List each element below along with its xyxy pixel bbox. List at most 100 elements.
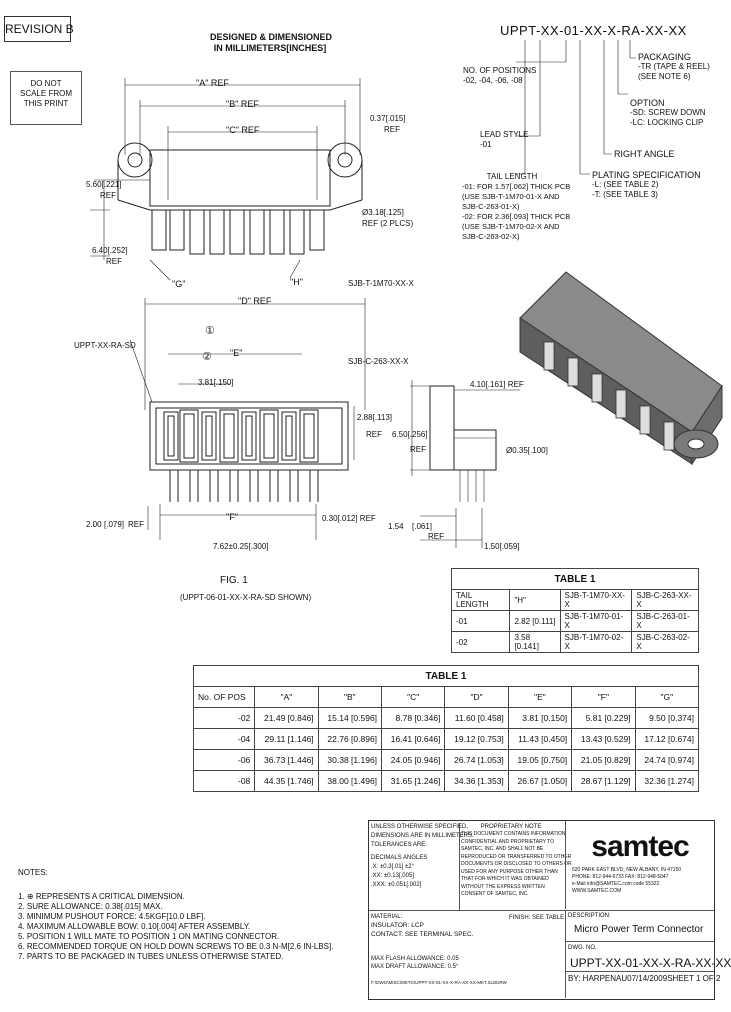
description-block: DESCRIPTION: Micro Power Term Connector … [565, 910, 731, 998]
note-item: 2. SURE ALLOWANCE: 0.38[.015] MAX. [18, 902, 163, 911]
do-not-scale-line-1: DO NOT [30, 79, 62, 88]
heading-line-1: DESIGNED & DIMENSIONED [210, 32, 333, 42]
dim-2-00-ref: REF [128, 520, 144, 529]
top-view-drawing [90, 78, 363, 281]
prop-line: CONFIDENTIAL AND PROPRIETARY TO [461, 838, 554, 845]
dim-4-10: 4.10[.161] REF [470, 380, 524, 389]
prop-line: CONSENT OF SAMTEC, INC. [461, 891, 529, 897]
fig-subtitle: (UPPT-06-01-XX-X-RA-SD SHOWN) [180, 593, 312, 602]
table-cell: 17.12 [0.674] [634, 728, 700, 750]
do-not-scale-box: DO NOT SCALE FROM THIS PRINT [10, 71, 82, 125]
critical-marker-2: ② [202, 351, 212, 363]
drawn-by: BY: HARPENAU [568, 974, 628, 983]
table-cell: 3.58 [0.141] [509, 631, 561, 653]
table-cell: 8.78 [0.346] [381, 707, 446, 729]
prop-line: THIS DOCUMENT CONTAINS INFORMATION [461, 831, 566, 837]
prop-line: THAT FOR WHICH IT WAS OBTAINED [461, 876, 549, 882]
dim-f-label: "F" [226, 512, 238, 522]
dim-6-40: 6.40[.252] [92, 246, 128, 255]
tail-length-line: -02: FOR 2.36[.093] THICK PCB [462, 212, 571, 221]
right-angle-callout: RIGHT ANGLE [614, 149, 675, 159]
table-cell: 26.67 [1.050] [507, 770, 573, 792]
tol-line: .XX: ±0.13[.005] [371, 873, 414, 879]
part-template: UPPT-XX-01-XX-X-RA-XX-XX [500, 23, 687, 38]
table-cell: 30.38 [1.196] [317, 749, 383, 771]
material-line: MAX DRAFT ALLOWANCE: 0.5° [371, 964, 459, 970]
lead-style-line: LEAD STYLE [480, 130, 529, 139]
table-row: -02 3.58 [0.141] SJB-T-1M70-02-X SJB-C-2… [450, 631, 699, 653]
table-header: "G" [634, 686, 700, 708]
connector-3d-render [519, 271, 723, 466]
table-cell: 24.74 [0.974] [634, 749, 700, 771]
table-row: -06 36.73 [1.446] 30.38 [1.196] 24.05 [0… [192, 749, 700, 771]
dim-1-54-ref: REF [428, 532, 444, 541]
option-line: -SD: SCREW DOWN [630, 108, 706, 117]
front-view-drawing [129, 298, 366, 540]
dim-2-88: 2.88[.113] [357, 413, 392, 422]
dim-1-50: 1.50[.059] [484, 542, 520, 551]
table-cell: SJB-T-1M70-02-X [559, 631, 633, 653]
table-cell: SJB-C-263-01-X [631, 610, 699, 632]
table-cell: -06 [192, 749, 256, 771]
dim-2-00-in: [.079] [104, 520, 125, 529]
dim-7-62: 7.62±0.25[.300] [213, 542, 269, 551]
lead-style-line: -01 [480, 140, 492, 149]
prop-line: REPRODUCED OR TRANSFERRED TO OTHER [461, 853, 572, 860]
dim-5-60: 5.60[.221] [86, 180, 122, 189]
table-row: -01 2.82 [0.111] SJB-T-1M70-01-X SJB-C-2… [450, 610, 699, 632]
dim-hole-dia: Ø3.18[.125] [362, 208, 404, 217]
table-cell: 11.43 [0.450] [507, 728, 573, 750]
proprietary-block: PROPRIETARY NOTE THIS DOCUMENT CONTAINS … [461, 823, 572, 907]
dimension-table: TABLE 1 No. OF POS "A" "B" "C" "D" "E" "… [192, 665, 700, 792]
tail-length-line: (USE SJB-T-1M70-01-X AND [462, 192, 560, 201]
dim-part-sd: UPPT-XX-RA-SD [74, 341, 136, 350]
dim-0-37: 0.37[.015] [370, 114, 406, 123]
table-cell: SJB-C-263-02-X [631, 631, 699, 653]
dim-1-54-in: [.061] [412, 522, 433, 531]
table-cell: 26.74 [1.053] [444, 749, 509, 771]
table-cell: SJB-T-1M70-01-X [559, 610, 633, 632]
prop-line: SAMTEC, INC. AND SHALL NOT BE [461, 846, 544, 852]
table-cell: -01 [450, 610, 511, 632]
tolerance-block: UNLESS OTHERWISE SPECIFIED, DIMENSIONS A… [371, 823, 474, 911]
dim-2-88-ref: REF [366, 430, 382, 439]
logo-block: samtec 520 PARK EAST BLVD, NEW ALBANY, I… [565, 821, 714, 909]
dim-sjb-t: SJB-T-1M70-XX-X [348, 279, 414, 288]
title-divider [369, 910, 714, 911]
dim-sjb-c: SJB-C-263-XX-X [348, 357, 409, 366]
table-header: No. OF POS [192, 686, 256, 708]
table-cell: 2.82 [0.111] [509, 610, 561, 632]
lead-style-callout: LEAD STYLE -01 [480, 130, 528, 150]
dim-g-label: "G" [172, 279, 186, 289]
dim-2-00: 2.00 [86, 520, 102, 529]
table-header: SJB-T-1M70-XX-X [559, 589, 633, 611]
tol-line: .XXX: ±0.051[.002] [371, 882, 422, 888]
fig-title: FIG. 1 [220, 575, 248, 586]
dim-6-40-ref: REF [106, 257, 122, 266]
dim-5-60-ref: REF [100, 191, 116, 200]
table-header: "H" [509, 589, 561, 611]
heading-line-2: IN MILLIMETERS[INCHES] [213, 43, 327, 53]
table-cell: 19.05 [0.750] [507, 749, 573, 771]
note-item: 1. ⊕ REPRESENTS A CRITICAL DIMENSION. [18, 892, 185, 901]
tail-length-line: TAIL LENGTH [486, 172, 538, 181]
table-cell: 36.73 [1.446] [254, 749, 319, 771]
tol-line: TOLERANCES ARE: [371, 842, 427, 848]
address-line: 520 PARK EAST BLVD, NEW ALBANY, IN 47150 [572, 867, 682, 873]
table-cell: 29.11 [1.146] [254, 728, 319, 750]
material-line: CONTACT: SEE TERMINAL SPEC. [371, 931, 474, 938]
material-line: MAX FLASH ALLOWANCE: 0.05 [371, 956, 459, 962]
description-label: DESCRIPTION: [568, 913, 611, 919]
dim-0-35-dia: Ø0.35[.100] [506, 446, 548, 455]
table2-title: TABLE 1 [451, 568, 699, 590]
table-header: "A" [254, 686, 319, 708]
table-cell: 21.49 [0.846] [254, 707, 319, 729]
positions-callout: NO. OF POSITIONS -02, -04, -06, -08 [463, 66, 536, 86]
table-cell: 3.81 [0.150] [507, 707, 573, 729]
table-cell: 9.50 [0.374] [634, 707, 700, 729]
table-cell: 32.36 [1.274] [634, 770, 700, 792]
note-item: 5. POSITION 1 WILL MATE TO POSITION 1 ON… [18, 932, 280, 941]
dim-d-ref: "D" REF [238, 296, 272, 306]
tail-length-line: SJB-C-263-02-X) [462, 232, 520, 241]
critical-marker-1: ① [205, 325, 215, 337]
